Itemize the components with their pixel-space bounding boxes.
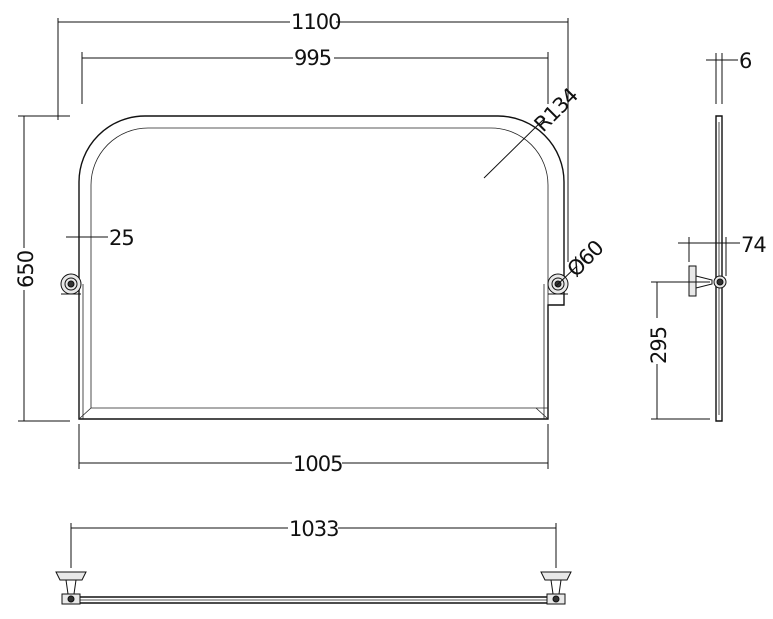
dim-overall-width: 1100 — [291, 10, 340, 34]
mirror-bevel — [90, 127, 549, 408]
mirror-outline — [78, 115, 565, 420]
dim-radius-leader — [483, 117, 546, 179]
top-view: 1033 — [55, 517, 572, 605]
dim-bracket-span: 1033 — [289, 517, 338, 541]
dim-bottom-width: 1005 — [293, 452, 342, 476]
bevel-corner-right — [535, 407, 549, 420]
side-bracket-icon — [688, 265, 727, 297]
dim-thickness: 6 — [739, 49, 752, 73]
top-bracket-right-icon — [540, 571, 572, 605]
dim-corner-radius: R134 — [530, 83, 583, 136]
dim-projection: 74 — [741, 233, 766, 257]
dim-frame-width: 995 — [294, 46, 331, 70]
bevel-corner-left — [78, 407, 92, 420]
top-bracket-left-icon — [55, 571, 87, 605]
dim-diameter-leader — [555, 265, 578, 287]
dim-overall-height: 650 — [14, 251, 38, 288]
dim-bracket-diameter: Ø60 — [563, 236, 608, 281]
dim-bracket-offset: 25 — [109, 226, 134, 250]
side-view: 6 74 295 — [647, 49, 767, 422]
side-mirror-profile — [715, 115, 723, 422]
bracket-left-icon — [60, 273, 82, 295]
front-view: 1100 995 R134 650 25 Ø60 1005 — [14, 10, 608, 476]
dim-bracket-height: 295 — [647, 327, 671, 364]
